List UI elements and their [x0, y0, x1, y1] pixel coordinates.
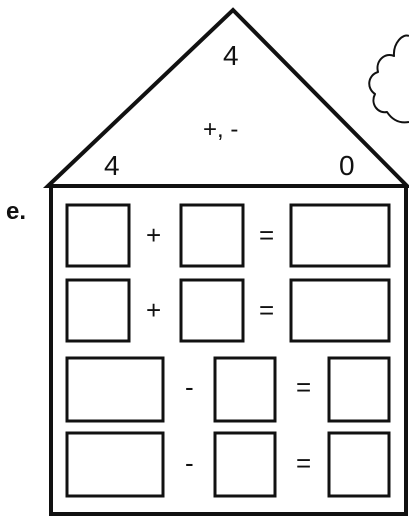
answer-box[interactable] — [215, 358, 275, 421]
roof-left-number: 4 — [104, 152, 120, 180]
equals-sign: = — [259, 297, 274, 323]
answer-box[interactable] — [67, 280, 129, 341]
equals-sign: = — [296, 450, 311, 476]
operator-sign: - — [185, 374, 194, 400]
equals-sign: = — [259, 222, 274, 248]
operator-sign: + — [146, 222, 161, 248]
answer-box[interactable] — [181, 205, 243, 266]
answer-box[interactable] — [67, 358, 163, 421]
answer-box[interactable] — [291, 280, 389, 341]
answer-box[interactable] — [215, 433, 275, 496]
operator-sign: + — [146, 297, 161, 323]
cloud-decoration — [369, 35, 409, 122]
equals-sign: = — [296, 374, 311, 400]
roof-top-number: 4 — [223, 42, 239, 70]
operator-sign: - — [185, 450, 194, 476]
answer-box[interactable] — [67, 433, 163, 496]
exercise-letter: e. — [6, 200, 26, 224]
operations-label: +, - — [203, 118, 238, 142]
answer-box[interactable] — [67, 205, 129, 266]
roof-right-number: 0 — [339, 152, 355, 180]
answer-box[interactable] — [181, 280, 243, 341]
answer-box[interactable] — [329, 433, 389, 496]
answer-box[interactable] — [291, 205, 389, 266]
answer-box[interactable] — [329, 358, 389, 421]
house-body — [51, 186, 406, 514]
